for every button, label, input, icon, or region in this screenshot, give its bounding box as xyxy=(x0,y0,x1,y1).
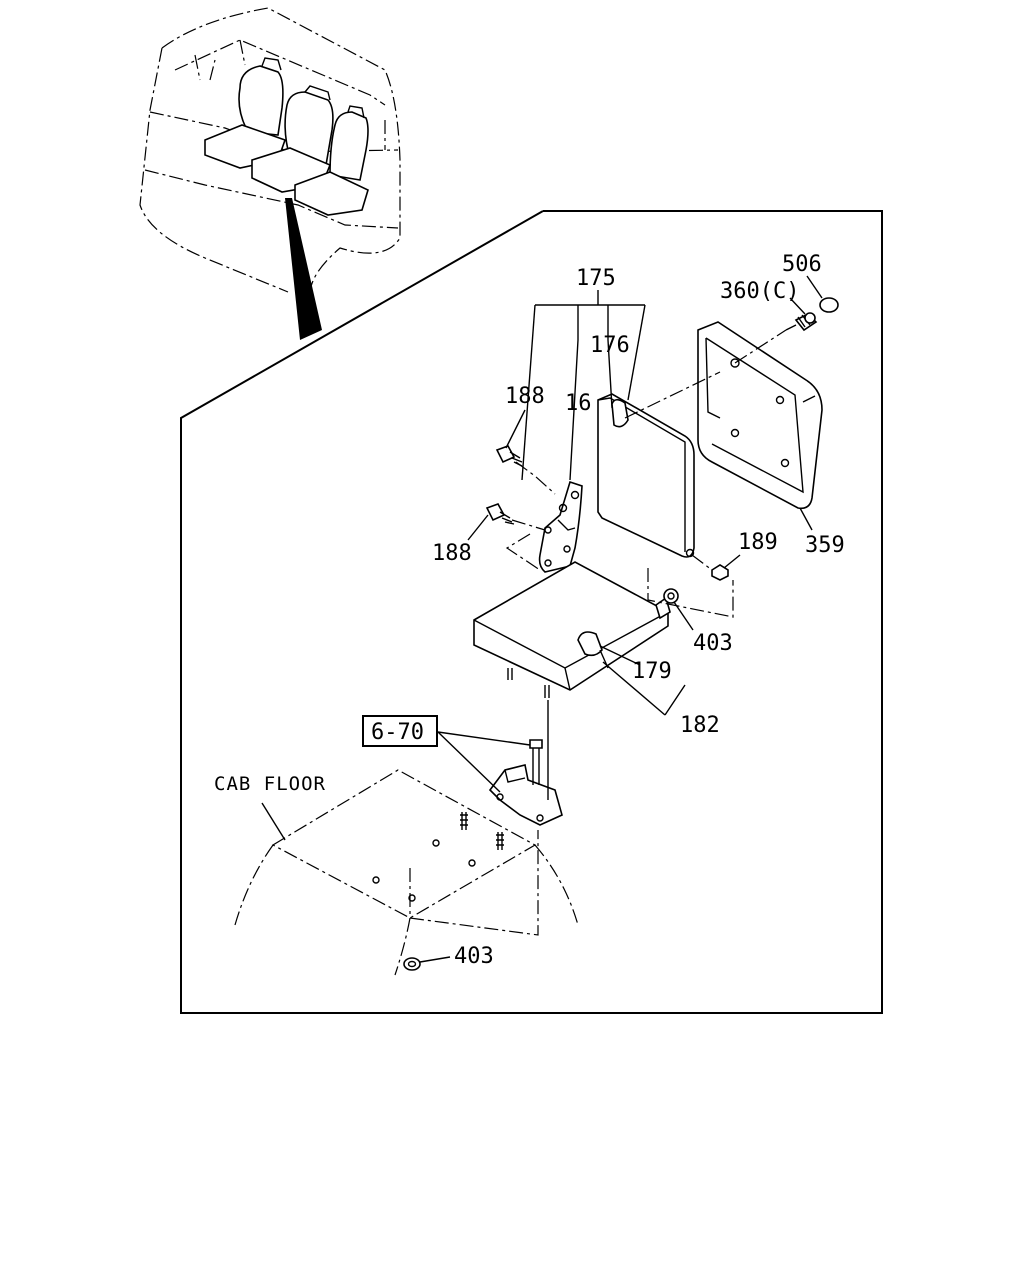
seat-base-bracket xyxy=(488,700,563,826)
label-188-lower: 188 xyxy=(432,541,472,566)
seat-cushion xyxy=(473,561,671,698)
nut-189 xyxy=(647,554,734,618)
label-16: 16 xyxy=(565,391,592,416)
callout-labels: 175 176 16 188 188 506 360(C) 359 189 40… xyxy=(214,252,845,969)
label-cab-floor: CAB FLOOR xyxy=(214,773,326,795)
seat-back xyxy=(597,371,721,558)
label-6-70: 6-70 xyxy=(371,720,424,745)
leader-lines xyxy=(261,275,823,963)
label-403-lower: 403 xyxy=(454,944,494,969)
label-189: 189 xyxy=(738,530,778,555)
label-360c: 360(C) xyxy=(720,279,799,304)
label-403-upper: 403 xyxy=(693,631,733,656)
label-182: 182 xyxy=(680,713,720,738)
detail-frame xyxy=(180,210,883,1014)
bolt-188-lower xyxy=(485,503,546,571)
ref-box-6-70[interactable]: 6-70 xyxy=(362,715,438,747)
bolt-188-upper xyxy=(495,445,556,495)
location-pointer xyxy=(285,198,322,340)
seat-back-cover xyxy=(697,321,823,510)
label-188-upper: 188 xyxy=(505,384,545,409)
label-175: 175 xyxy=(576,266,616,291)
nut-403-lower xyxy=(403,957,421,971)
label-179: 179 xyxy=(632,659,672,684)
nut-403-upper xyxy=(663,588,679,604)
cab-overview xyxy=(139,7,401,340)
label-176: 176 xyxy=(590,333,630,358)
cab-floor xyxy=(234,769,579,976)
screw-and-cap xyxy=(734,297,839,364)
hinge-bracket xyxy=(538,480,583,573)
label-506: 506 xyxy=(782,252,822,277)
label-359: 359 xyxy=(805,533,845,558)
